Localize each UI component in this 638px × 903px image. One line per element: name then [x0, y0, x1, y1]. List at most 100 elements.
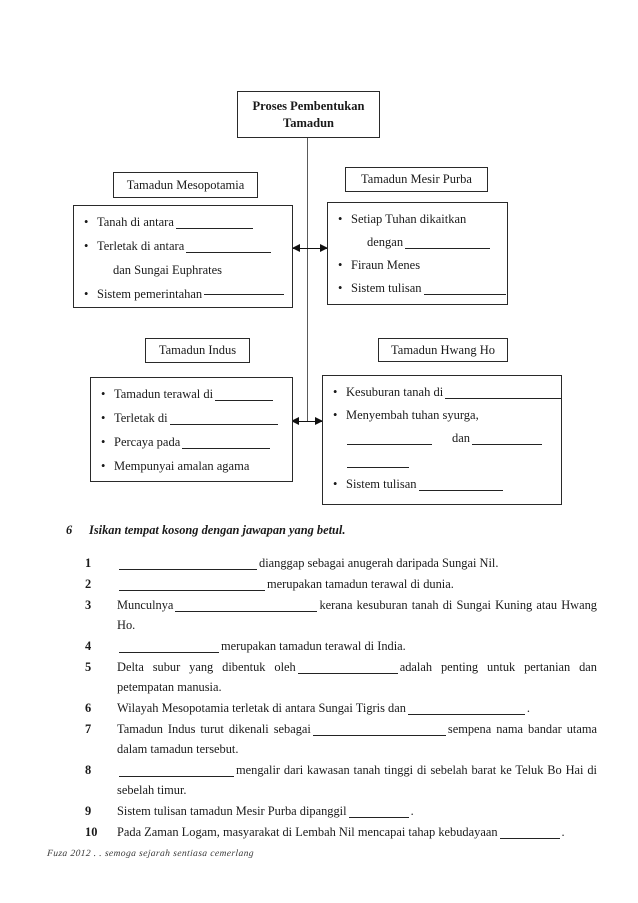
bullet-item: •Sistem tulisan: [333, 477, 555, 491]
indus-details-box: •Tamadun terawal di •Terletak di •Percay…: [90, 377, 293, 482]
diagram-title-box: Proses Pembentukan Tamadun: [237, 91, 380, 138]
answer-blank: [312, 722, 446, 736]
bullet-icon: •: [338, 212, 343, 226]
bullet-icon: •: [101, 435, 106, 449]
bullet-item: •Tamadun terawal di: [101, 387, 286, 401]
bullet-item: •Sistem pemerintahan: [84, 287, 286, 301]
label-tamadun-indus: Tamadun Indus: [145, 338, 250, 363]
bullet-item: •Terletak di: [101, 411, 286, 425]
question-number: 4: [85, 639, 92, 653]
answer-blank: [175, 598, 318, 612]
question-text: merupakan tamadun terawal di dunia.: [117, 574, 597, 594]
question-item-6: 6 Wilayah Mesopotamia terletak di antara…: [85, 698, 597, 718]
exercise-section: 6 Isikan tempat kosong dengan jawapan ya…: [66, 521, 597, 843]
question-number: 3: [85, 598, 92, 612]
answer-blank: [119, 556, 257, 570]
question-number: 7: [85, 722, 92, 736]
question-item-2: 2 merupakan tamadun terawal di dunia.: [85, 574, 597, 594]
bullet-item: •Firaun Menes: [338, 258, 421, 272]
question-text: Pada Zaman Logam, masyarakat di Lembah N…: [117, 825, 565, 839]
mesir-purba-details-box: •Setiap Tuhan dikaitkan dengan •Firaun M…: [327, 202, 508, 305]
footer-signature: Fuza 2012 . . semoga sejarah sentiasa ce…: [46, 849, 255, 859]
label-tamadun-mesopotamia: Tamadun Mesopotamia: [113, 172, 258, 198]
vertical-connector-line: [307, 138, 309, 422]
question-item-9: 9 Sistem tulisan tamadun Mesir Purba dip…: [85, 801, 597, 821]
label-text: Tamadun Indus: [158, 343, 237, 357]
section-number: 6: [66, 523, 73, 537]
question-number: 8: [85, 763, 92, 777]
diagram-title: Proses Pembentukan Tamadun: [252, 98, 365, 130]
bullet-item-continuation: dan Sungai Euphrates: [113, 263, 223, 277]
bullet-item-continuation: dan: [333, 431, 555, 445]
answer-blank: [119, 577, 265, 591]
question-text: Wilayah Mesopotamia terletak di antara S…: [117, 701, 531, 715]
mesopotamia-details-box: •Tanah di antara •Terletak di antara dan…: [73, 205, 293, 308]
fill-blank: [169, 411, 278, 425]
fill-blank: [405, 235, 491, 249]
bullet-icon: •: [101, 387, 106, 401]
bullet-item: •Terletak di antara: [84, 239, 286, 253]
answer-blank: [407, 701, 525, 715]
fill-blank: [423, 281, 506, 295]
question-number: 1: [85, 556, 92, 570]
label-text: Tamadun Hwang Ho: [391, 342, 495, 357]
label-text: Tamadun Mesir Purba: [361, 172, 472, 186]
question-text: Sistem tulisan tamadun Mesir Purba dipan…: [117, 804, 414, 818]
answer-blank: [348, 804, 409, 818]
bullet-icon: •: [84, 215, 89, 229]
bullet-icon: •: [101, 411, 106, 425]
question-item-8: 8 mengalir dari kawasan tanah tinggi di …: [85, 760, 597, 800]
question-text: merupakan tamadun terawal di India.: [117, 636, 597, 656]
double-arrow-icon: [291, 417, 323, 425]
question-number: 5: [85, 660, 92, 674]
exercise-header: 6 Isikan tempat kosong dengan jawapan ya…: [66, 521, 597, 539]
bullet-icon: •: [333, 408, 338, 422]
bullet-item: •Mempunyai amalan agama: [101, 459, 250, 473]
fill-blank: [204, 293, 285, 295]
bullet-item-continuation: [333, 454, 555, 468]
bullet-icon: •: [338, 281, 343, 295]
bullet-icon: •: [84, 239, 89, 253]
bullet-icon: •: [333, 477, 338, 491]
bullet-item: •Percaya pada: [101, 435, 286, 449]
fill-blank: [186, 239, 272, 253]
fill-blank: [472, 431, 543, 445]
fill-blank: [175, 215, 253, 229]
label-tamadun-mesir-purba: Tamadun Mesir Purba: [345, 167, 488, 192]
question-item-1: 1 dianggap sebagai anugerah daripada Sun…: [85, 553, 597, 573]
answer-blank: [297, 660, 398, 674]
question-number: 6: [85, 701, 92, 715]
fill-blank: [182, 435, 271, 449]
question-text: mengalir dari kawasan tanah tinggi di se…: [117, 763, 597, 797]
bullet-item-continuation: dengan: [338, 235, 501, 249]
fill-blank: [347, 431, 432, 445]
answer-blank: [119, 639, 219, 653]
bullet-icon: •: [84, 287, 89, 301]
bullet-item: •Kesuburan tanah di: [333, 385, 561, 399]
label-text: Tamadun Mesopotamia: [126, 177, 245, 192]
exercise-instruction: Isikan tempat kosong dengan jawapan yang…: [89, 523, 346, 537]
question-number: 2: [85, 577, 92, 591]
double-arrow-icon: [292, 244, 328, 252]
fill-blank: [347, 454, 409, 468]
bullet-icon: •: [101, 459, 106, 473]
bullet-item: •Sistem tulisan: [338, 281, 506, 295]
bullet-item: •Setiap Tuhan dikaitkan: [338, 212, 467, 226]
fill-blank: [445, 385, 561, 399]
question-item-4: 4 merupakan tamadun terawal di India.: [85, 636, 597, 656]
fill-blank: [418, 477, 503, 491]
label-tamadun-hwang-ho: Tamadun Hwang Ho: [378, 338, 508, 362]
bullet-icon: •: [333, 385, 338, 399]
question-item-10: 10 Pada Zaman Logam, masyarakat di Lemba…: [85, 822, 597, 842]
bullet-item: •Menyembah tuhan syurga,: [333, 408, 479, 422]
question-number: 10: [85, 825, 98, 839]
question-text: dianggap sebagai anugerah daripada Sunga…: [117, 553, 597, 573]
answer-blank: [119, 763, 234, 777]
